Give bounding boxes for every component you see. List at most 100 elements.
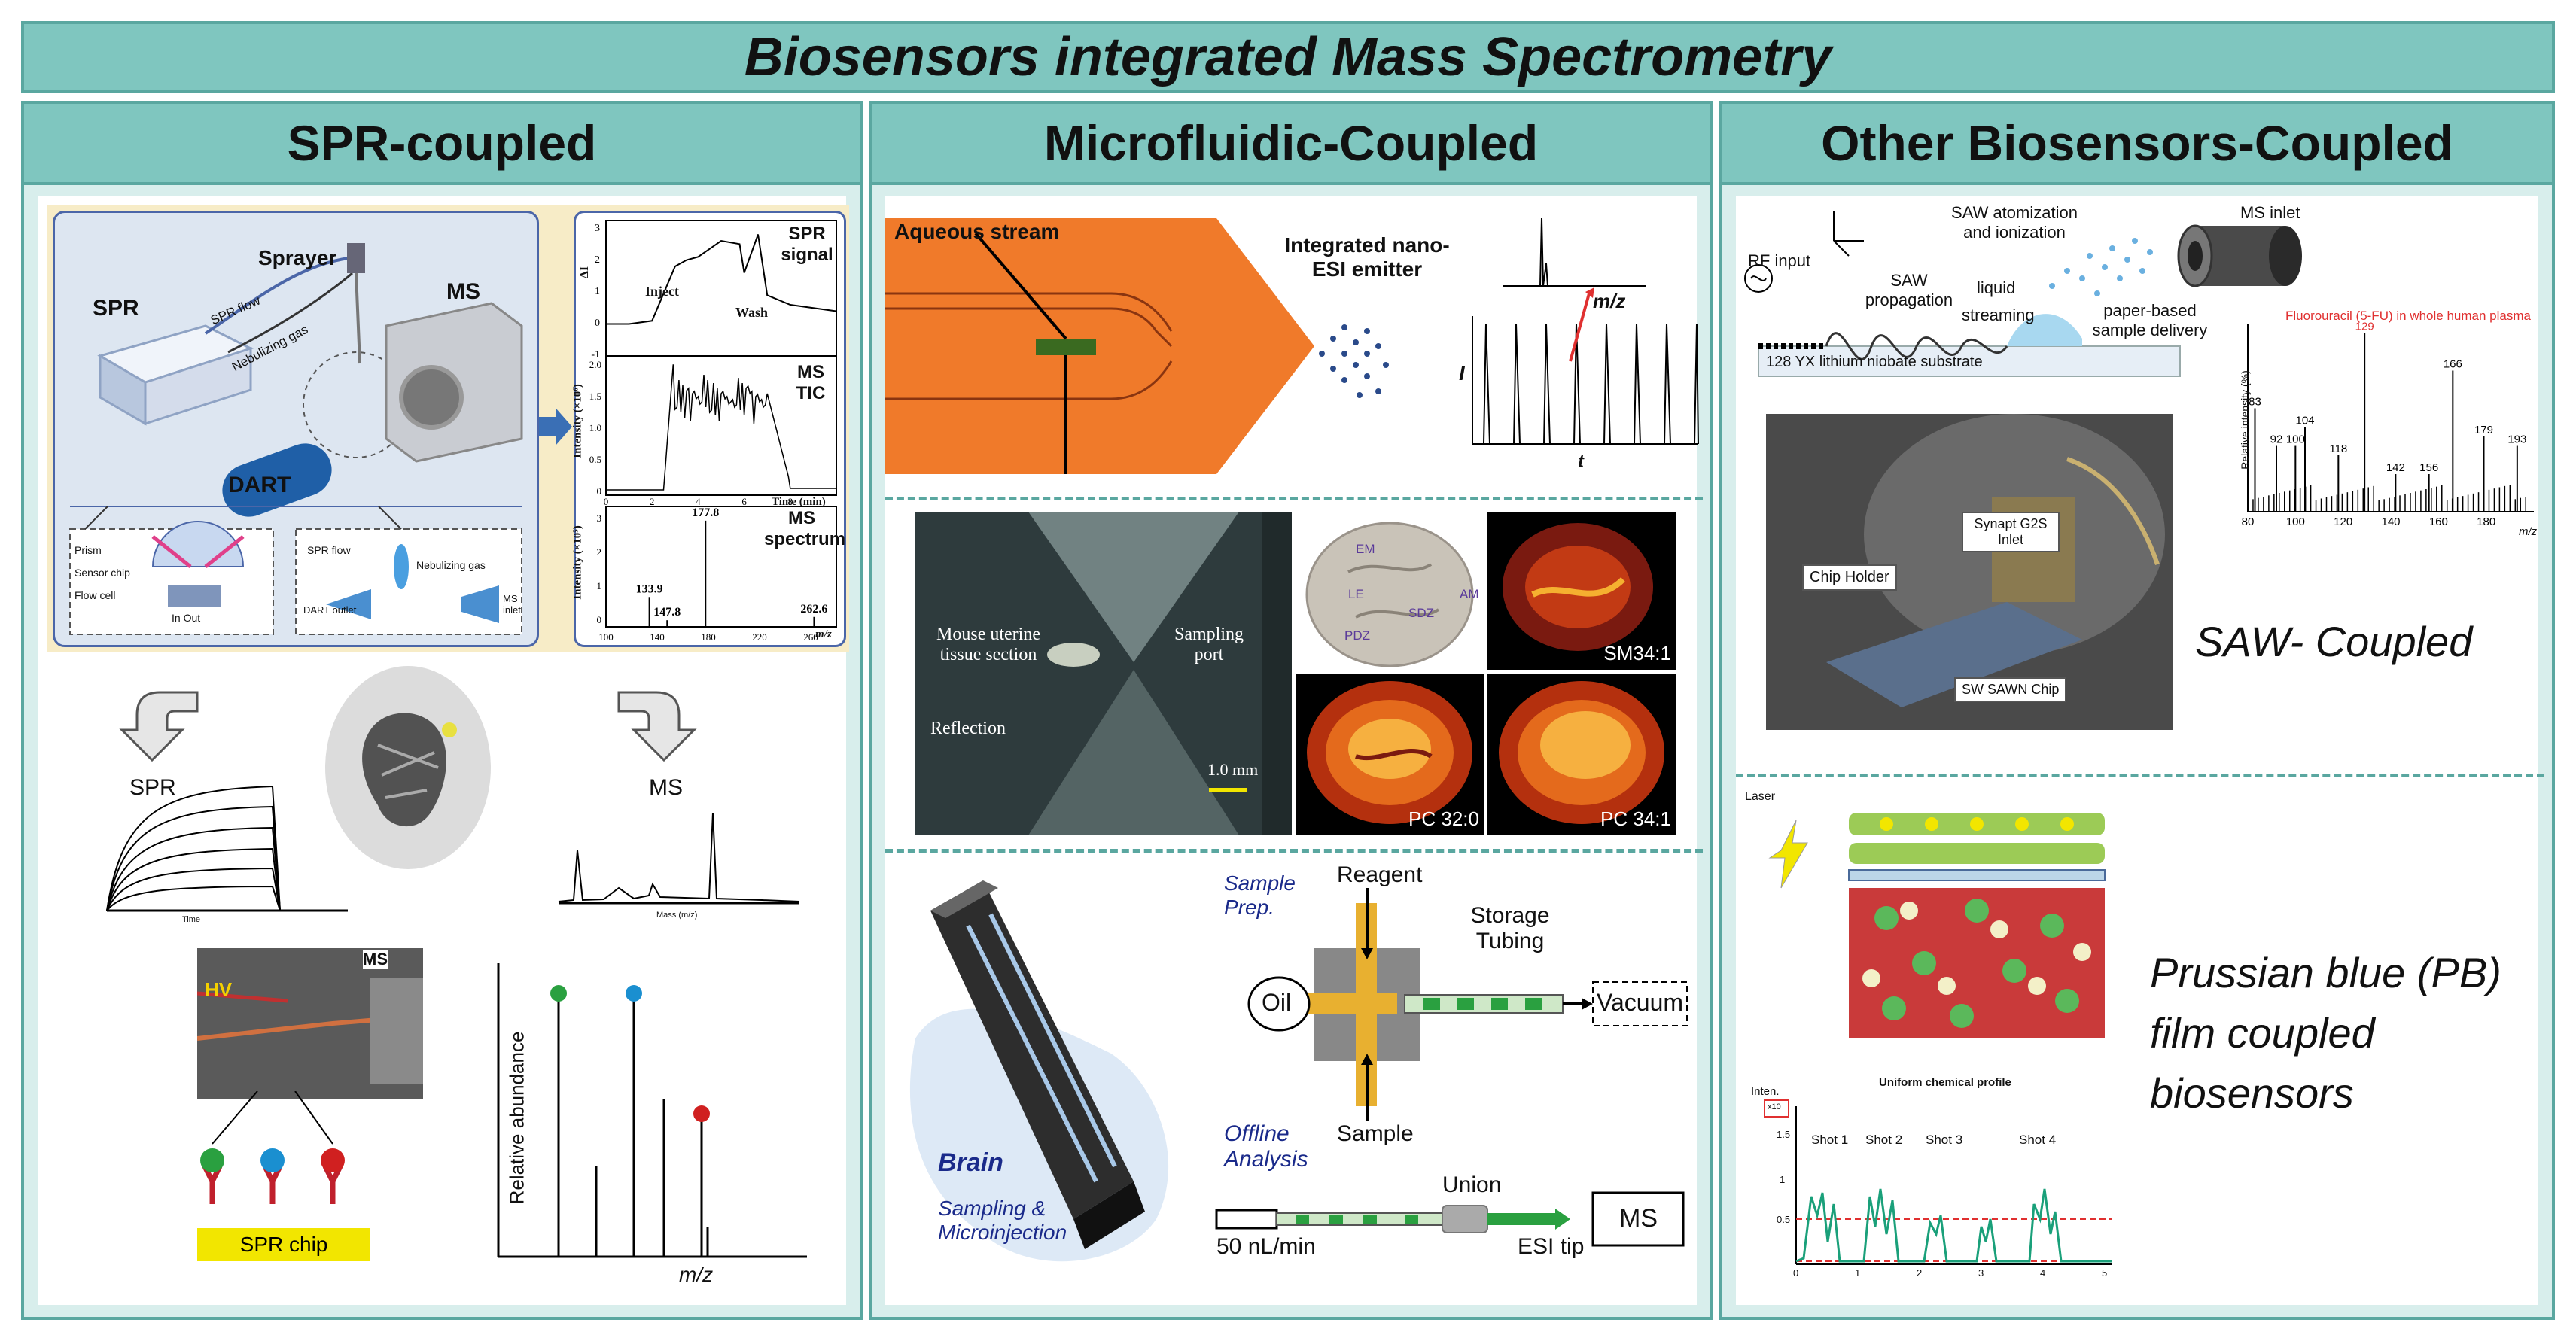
sampling-label: Sampling & Microinjection [938, 1197, 1067, 1244]
tic-y-tick: 2.0 [589, 359, 601, 370]
offline-label: Offline Analysis [1224, 1121, 1308, 1172]
ms-tic-label: MS TIC [796, 362, 826, 403]
paper-delivery-label: paper-based sample delivery [2092, 301, 2208, 339]
ms-peak-label: 133.9 [636, 582, 663, 595]
emitter-label: Integrated nano-ESI emitter [1284, 233, 1450, 281]
spectrum-x-tick: 140 [2381, 515, 2400, 528]
tissue-label: Mouse uterine tissue section [936, 625, 1040, 664]
nebulizing-small-label: Nebulizing gas [416, 559, 486, 571]
spectrum-x-tick: 160 [2429, 515, 2448, 528]
pb-crystal-drawing [1768, 813, 2106, 1038]
main-title-banner: Biosensors integrated Mass Spectrometry [21, 21, 2555, 93]
spectrum-peak-label: 156 [2419, 461, 2438, 474]
time-middle-label: Time [182, 915, 201, 924]
time-x-tick: 0 [604, 496, 609, 507]
sensor-chip-label: Sensor chip [75, 567, 130, 579]
mz-top-label: m/z [1593, 290, 1626, 312]
abundance-xlabel: m/z [679, 1263, 714, 1286]
panel-spr: SPR-coupled [21, 101, 863, 1320]
panel-other-header: Other Biosensors-Coupled [1722, 104, 2552, 185]
spec-y-tick: 2 [597, 546, 602, 558]
abundance-ylabel: Relative abundance [505, 1031, 528, 1205]
panel-other-body: RF input SAW propagation liquid streamin… [1736, 196, 2544, 1305]
pc320-label: PC 32:0 [1408, 807, 1479, 830]
spectrum-peak-label: 179 [2474, 424, 2493, 436]
spectrum-peak-label: 92 [2270, 433, 2283, 446]
spr-y-tick: 0 [595, 318, 600, 329]
micro-divider-2 [885, 849, 1703, 853]
spr-flow-small-label: SPR flow [307, 544, 351, 556]
spec-y-tick: 3 [597, 512, 602, 524]
time-x-tick: 2 [650, 496, 655, 507]
dart-outlet-label: DART outlet [303, 604, 357, 616]
x10-label: x10 [1768, 1102, 1781, 1111]
panel-other: Other Biosensors-Coupled [1719, 101, 2555, 1320]
spray-droplets [1319, 324, 1389, 398]
ms-middle-label: MS [649, 775, 683, 800]
panel-microfluidic-title: Microfluidic-Coupled [1043, 115, 1539, 171]
profile-title: Uniform chemical profile [1879, 1076, 2011, 1089]
x-tick-2: 2 [1917, 1267, 1923, 1279]
micro-traces [1472, 217, 1699, 445]
spec-x-tick: 260 [803, 631, 818, 643]
tissue-optical-image: EM LE AM SDZ PDZ [1296, 512, 1484, 670]
time-x-tick: 6 [741, 496, 747, 507]
mass-middle-label: Mass (m/z) [656, 911, 698, 920]
brain-label: Brain [938, 1148, 1003, 1177]
spr-signal-line [606, 234, 837, 325]
ms-inlet-saw-label: MS inlet [2240, 203, 2300, 222]
uniform-profile-chart [1764, 1099, 2112, 1265]
x-tick-0: 0 [1793, 1267, 1799, 1279]
pc320-image: PC 32:0 [1296, 674, 1484, 835]
y-tic-label: Intensity (×10⁶) [571, 384, 584, 458]
antibody-drawing [200, 1091, 345, 1204]
ms-peak-label: 147.8 [653, 606, 681, 619]
ms-spectrum-label: MS spectrum [764, 508, 846, 549]
inject-label: Inject [645, 284, 679, 299]
mz-axis-label: m/z [815, 628, 832, 640]
spectrum-peak-label: 129 [2355, 321, 2374, 333]
ms-inlet-label: MS inlet [503, 593, 521, 616]
sw-chip-label: SW SAWN Chip [1954, 677, 2067, 702]
pc341-label: PC 34:1 [1600, 807, 1671, 830]
vacuum-label: Vacuum [1597, 989, 1684, 1016]
y-tick-1-5: 1.5 [1777, 1129, 1791, 1140]
flow-cell-label: Flow cell [75, 589, 116, 601]
time-x-tick: 4 [696, 496, 701, 507]
tissue-photo [915, 512, 1292, 835]
spectrum-xlabel: m/z [2519, 525, 2538, 538]
spr-box-label: SPR [93, 296, 139, 321]
spectrum-peak-label: 118 [2329, 442, 2347, 455]
pdz-label: PDZ [1344, 628, 1370, 643]
aqueous-label: Aqueous stream [894, 220, 1060, 243]
micro-top-section: Aqueous stream Integrated nano-ESI emitt… [885, 196, 1703, 489]
shot-1-label: Shot 1 [1811, 1133, 1849, 1147]
spr-schematic-drawing [69, 243, 523, 635]
hv-photo-drawing [196, 948, 424, 1099]
tic-y-tick: 1.0 [589, 422, 601, 433]
spr-y-tick: 2 [595, 254, 600, 266]
ms-spectrum-frame [605, 506, 837, 628]
liquid-label: liquid [1977, 278, 2016, 297]
reflection-label: Reflection [930, 719, 1006, 738]
spec-x-tick: 140 [650, 631, 665, 643]
chip-holder-label: Chip Holder [1802, 564, 1897, 591]
panel-microfluidic: Microfluidic-Coupled Aqueous str [869, 101, 1713, 1320]
substrate-label: 128 YX lithium niobate substrate [1766, 354, 1983, 370]
x-tick-3: 3 [1978, 1267, 1984, 1279]
tic-y-tick: 0.5 [589, 454, 601, 465]
panel-spr-body: Sprayer SPR MS SPR flow Nebulizing gas D… [38, 196, 849, 1305]
spr-y-tick: 3 [595, 223, 600, 234]
panel-microfluidic-body: Aqueous stream Integrated nano-ESI emitt… [885, 196, 1703, 1305]
spec-y-tick: 1 [597, 580, 602, 591]
spectrum-ylabel: Relative intensity (%) [2238, 370, 2251, 470]
sdz-label: SDZ [1408, 606, 1434, 620]
scale-label: 1.0 mm [1207, 760, 1259, 779]
time-x-tick: 8 [788, 496, 793, 507]
micro-divider-1 [885, 497, 1703, 500]
spectrum-x-tick: 100 [2286, 515, 2305, 528]
x-tick-5: 5 [2102, 1267, 2108, 1279]
micro-bottom-drawing [909, 880, 1688, 1262]
hv-label: HV [205, 978, 233, 1001]
sample-label: Sample [1337, 1121, 1414, 1146]
